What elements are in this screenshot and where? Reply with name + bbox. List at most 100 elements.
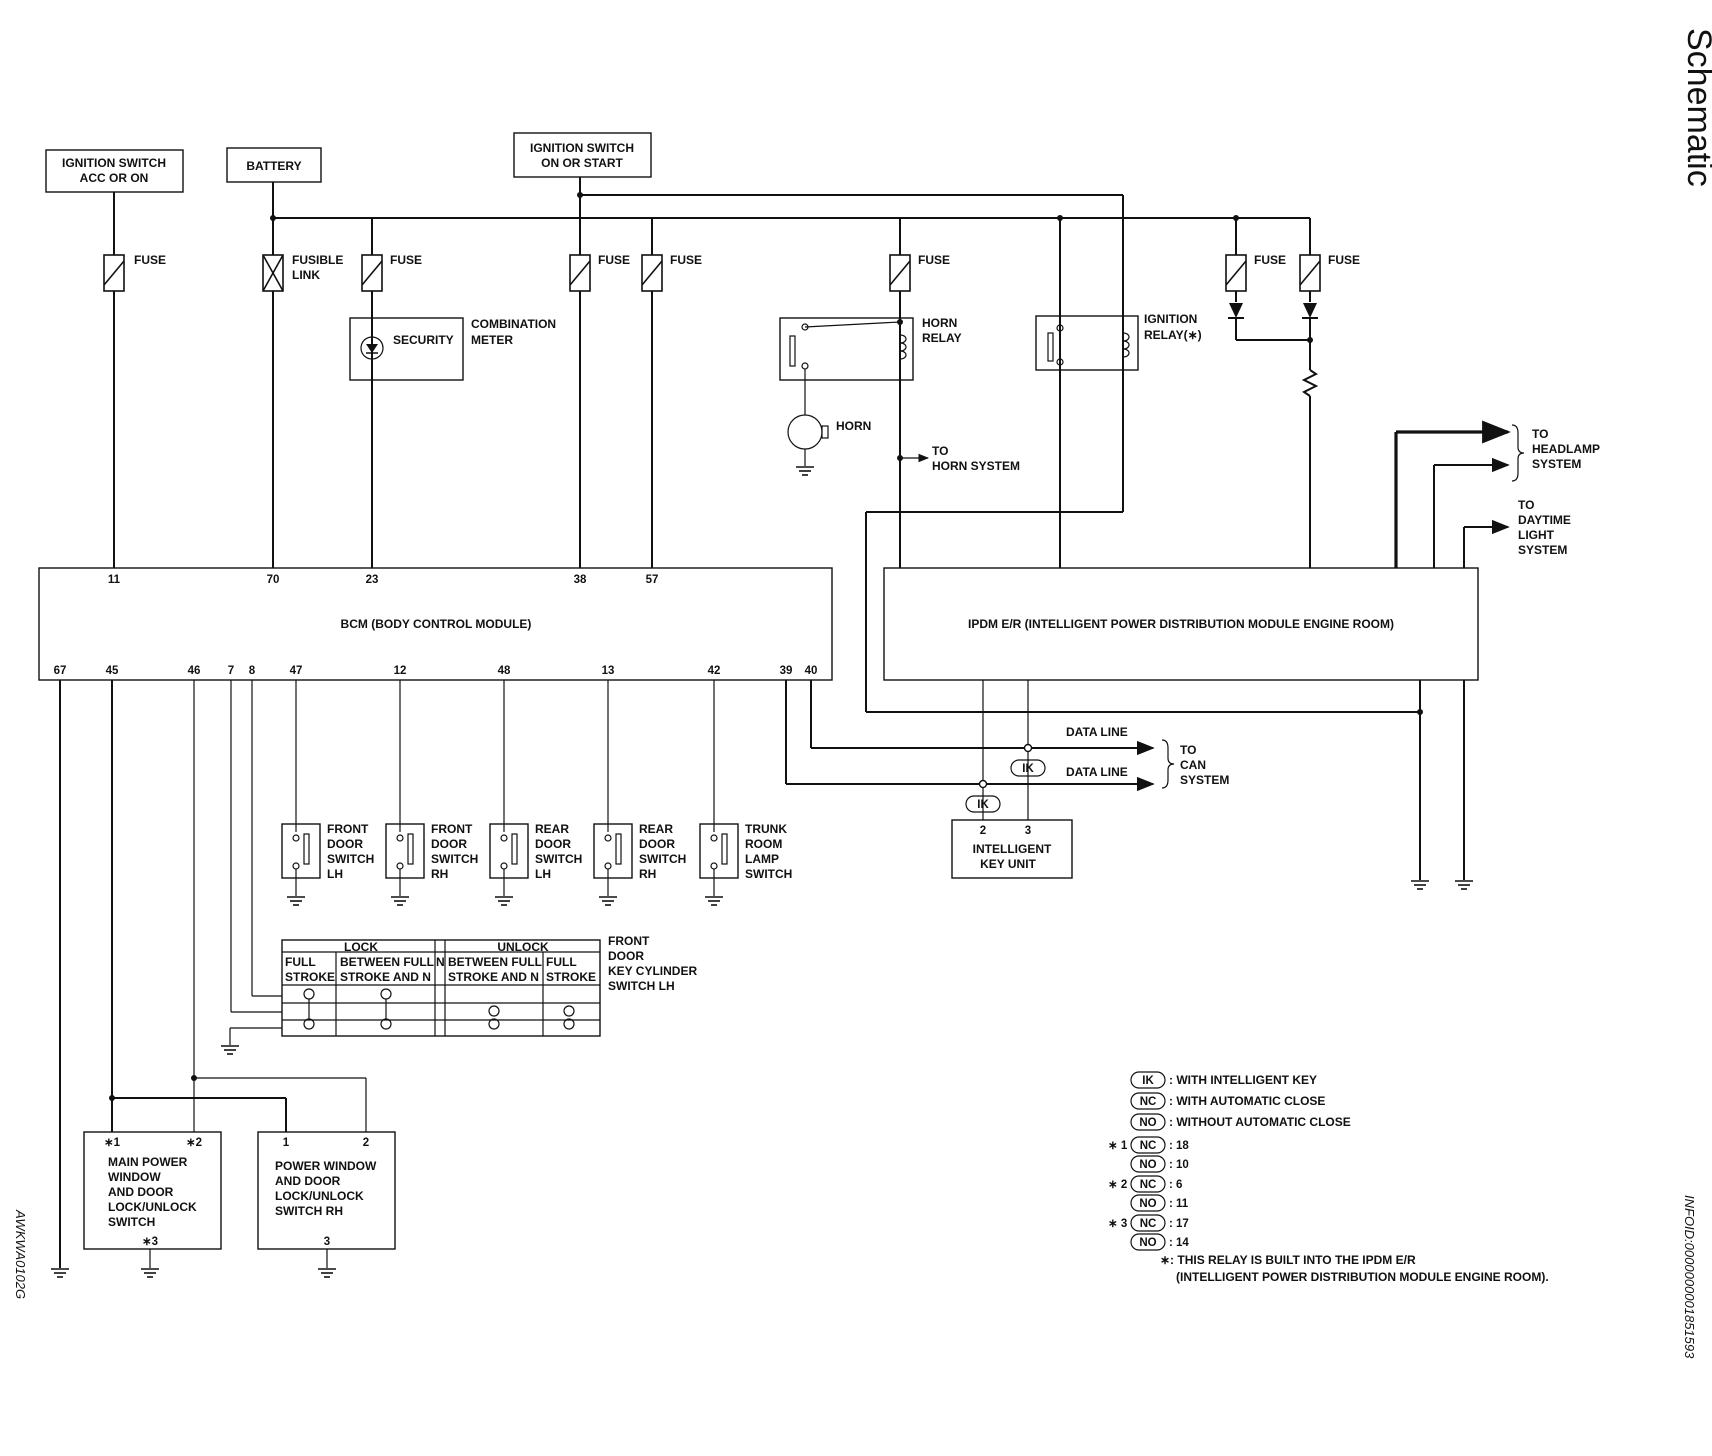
note-value: : 17 bbox=[1169, 1218, 1189, 1230]
to-headlamp-line3: SYSTEM bbox=[1532, 457, 1581, 471]
horn-relay-line2: RELAY bbox=[922, 331, 962, 345]
ipdm-name: IPDM E/R (INTELLIGENT POWER DISTRIBUTION… bbox=[968, 617, 1394, 631]
main-switch-pin3: ∗3 bbox=[142, 1236, 158, 1248]
main-switch-line1: MAIN POWER bbox=[108, 1155, 188, 1169]
ignition-relay-line1: IGNITION bbox=[1144, 312, 1197, 326]
fusible-link-line2: LINK bbox=[292, 268, 320, 282]
door-switch-label: SWITCH bbox=[431, 852, 478, 866]
fuse-label: FUSE bbox=[598, 253, 630, 267]
ik-tag-label: IK bbox=[977, 799, 989, 811]
rh-switch-line2: AND DOOR bbox=[275, 1174, 341, 1188]
fuse-ign-on-2: FUSE bbox=[641, 218, 702, 292]
legend-tag-label: NO bbox=[1139, 1159, 1156, 1171]
legend-tag bbox=[1130, 1233, 1166, 1251]
kc-lock-label: LOCK bbox=[344, 940, 378, 954]
legend-tag-label: NO bbox=[1139, 1117, 1156, 1129]
legend-tag-label: NC bbox=[1140, 1140, 1157, 1152]
fuse-label: FUSE bbox=[670, 253, 702, 267]
legend-tag bbox=[1130, 1113, 1166, 1131]
ik-name-line2: KEY UNIT bbox=[980, 857, 1036, 871]
door-switch-label: DOOR bbox=[535, 837, 571, 851]
bcm-module: BCM (BODY CONTROL MODULE) 11 70 23 38 57… bbox=[38, 567, 833, 681]
combination-meter: SECURITY COMBINATION METER bbox=[349, 317, 556, 381]
door-switch-label: RH bbox=[431, 867, 448, 881]
door-switch-label: DOOR bbox=[327, 837, 363, 851]
door-switch-label: FRONT bbox=[327, 822, 369, 836]
door-switch-label: DOOR bbox=[639, 837, 675, 851]
power-window-wiring bbox=[50, 680, 367, 1278]
kc-col2-b: STROKE AND N bbox=[340, 970, 431, 984]
main-switch-line2: WINDOW bbox=[108, 1170, 161, 1184]
bcm-pin-42: 42 bbox=[708, 665, 721, 677]
ign-on-line2: ON OR START bbox=[541, 156, 623, 170]
to-horn-system: TO HORN SYSTEM bbox=[897, 444, 1020, 473]
note-value: : 6 bbox=[1169, 1179, 1182, 1191]
side-code: AWKWA0102G bbox=[13, 1209, 28, 1299]
rh-switch-pin1: 1 bbox=[283, 1137, 290, 1149]
to-horn-line2: HORN SYSTEM bbox=[932, 459, 1020, 473]
bcm-pin-38: 38 bbox=[574, 574, 587, 586]
legend-tag-label: NO bbox=[1139, 1237, 1156, 1249]
kc-col3: N bbox=[436, 955, 445, 969]
legend-tag bbox=[1130, 1175, 1166, 1193]
fuse-label: FUSE bbox=[390, 253, 422, 267]
ign-on-box: IGNITION SWITCH ON OR START bbox=[513, 132, 652, 178]
ign-acc-line2: ACC OR ON bbox=[80, 171, 149, 185]
kc-col1-a: FULL bbox=[285, 955, 316, 969]
legend-text: : WITH AUTOMATIC CLOSE bbox=[1169, 1094, 1325, 1108]
horn-relay-line1: HORN bbox=[922, 316, 957, 330]
legend-tag-label: NC bbox=[1140, 1179, 1157, 1191]
kc-col1-b: STROKE bbox=[285, 970, 335, 984]
fusible-link-line1: FUSIBLE bbox=[292, 253, 343, 267]
main-power-window-switch: ∗1 ∗2 MAIN POWER WINDOW AND DOOR LOCK/UN… bbox=[83, 1131, 222, 1278]
note-value: : 14 bbox=[1169, 1237, 1189, 1249]
fuse-ign-on-1: FUSE bbox=[569, 253, 630, 292]
legend-tag bbox=[1130, 1136, 1166, 1154]
ik-tag: IK bbox=[1010, 759, 1046, 777]
fuse-ign-acc: FUSE bbox=[103, 192, 166, 292]
fuse-headlamp-2: FUSE bbox=[1299, 218, 1360, 292]
kc-unlock-label: UNLOCK bbox=[497, 940, 549, 954]
kc-name-line3: KEY CYLINDER bbox=[608, 964, 697, 978]
legend-tag-label: IK bbox=[1142, 1075, 1154, 1087]
can-data-lines: DATA LINE DATA LINE TO CAN SYSTEM bbox=[785, 680, 1229, 820]
to-can-line1: TO bbox=[1180, 743, 1196, 757]
ign-acc-box: IGNITION SWITCH ACC OR ON bbox=[45, 149, 184, 193]
door-switch-label: REAR bbox=[639, 822, 673, 836]
main-switch-line3: AND DOOR bbox=[108, 1185, 174, 1199]
fuse-meter: FUSE bbox=[361, 218, 422, 292]
main-switch-pin1: ∗1 bbox=[104, 1137, 121, 1149]
kc-col5-a: FULL bbox=[546, 955, 577, 969]
bcm-pin-7: 7 bbox=[228, 665, 234, 677]
legend-tag bbox=[1130, 1194, 1166, 1212]
to-daytime-line4: SYSTEM bbox=[1518, 543, 1567, 557]
ign-acc-line1: IGNITION SWITCH bbox=[62, 156, 166, 170]
horn-relay: HORN RELAY bbox=[779, 316, 962, 381]
bcm-pin-46: 46 bbox=[188, 665, 201, 677]
combination-meter-line2: METER bbox=[471, 333, 513, 347]
relay-note: ∗: THIS RELAY IS BUILT INTO THE IPDM E/R… bbox=[1160, 1253, 1549, 1284]
fuse-label: FUSE bbox=[1328, 253, 1360, 267]
door-switch-label: SWITCH bbox=[745, 867, 792, 881]
ik-pin-3: 3 bbox=[1025, 825, 1031, 837]
legend-text: : WITHOUT AUTOMATIC CLOSE bbox=[1169, 1115, 1351, 1129]
note-value: : 10 bbox=[1169, 1159, 1189, 1171]
info-id: INFOID:0000000001851593 bbox=[1682, 1195, 1697, 1359]
kc-col2-a: BETWEEN FULL bbox=[340, 955, 434, 969]
bcm-pin-45: 45 bbox=[106, 665, 119, 677]
ignition-relay: IGNITION RELAY(∗) bbox=[1035, 312, 1202, 371]
fusible-link: FUSIBLE LINK bbox=[262, 218, 343, 292]
bcm-pin-67: 67 bbox=[54, 665, 67, 677]
legend-tag bbox=[1130, 1214, 1166, 1232]
door-switch-label: SWITCH bbox=[535, 852, 582, 866]
door-switch-label: ROOM bbox=[745, 837, 782, 851]
kc-name-line4: SWITCH LH bbox=[608, 979, 675, 993]
door-switch-label: TRUNK bbox=[745, 822, 787, 836]
ik-tag-label: IK bbox=[1022, 763, 1034, 775]
ipdm-module: IPDM E/R (INTELLIGENT POWER DISTRIBUTION… bbox=[883, 567, 1479, 681]
legend-tag-label: NC bbox=[1140, 1096, 1157, 1108]
bcm-pin-11: 11 bbox=[108, 574, 121, 586]
